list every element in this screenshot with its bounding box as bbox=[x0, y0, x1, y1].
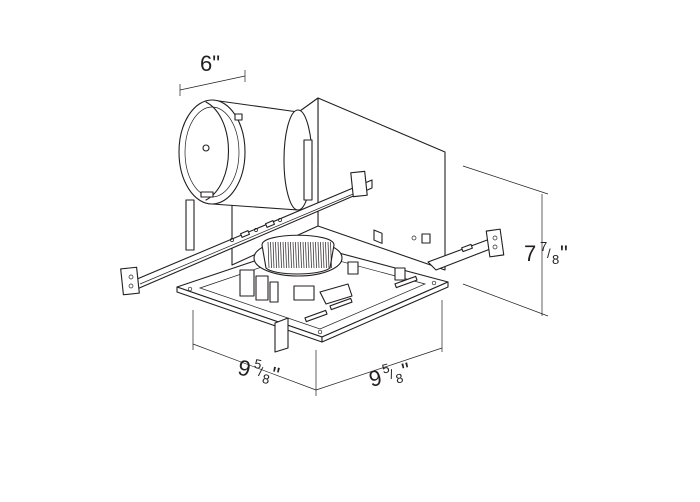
damper-pivot bbox=[202, 144, 210, 152]
dim-depth-slash: / bbox=[388, 366, 396, 382]
blower-fin bbox=[275, 241, 277, 269]
dim-width-label: 9 5 / 8 " bbox=[236, 355, 282, 388]
damper-tab-top bbox=[234, 113, 243, 121]
blower-fin bbox=[295, 241, 297, 269]
blower-fin bbox=[322, 241, 325, 269]
dimension-lines bbox=[179, 70, 549, 396]
duct-collar bbox=[178, 99, 313, 211]
blower-fin bbox=[297, 241, 300, 269]
blower-fin bbox=[300, 241, 302, 269]
dim-width-den: 8 bbox=[261, 371, 271, 387]
damper-tab-bottom bbox=[200, 191, 214, 198]
blower-fin bbox=[285, 241, 287, 269]
dim-width-slash: / bbox=[257, 364, 264, 380]
dim-height-slash: / bbox=[547, 246, 551, 261]
plate-slot bbox=[304, 309, 328, 323]
blower-fin bbox=[282, 241, 285, 269]
blower-fin bbox=[320, 241, 322, 269]
hanger-bracket-right bbox=[485, 228, 505, 258]
dim-height-unit: " bbox=[560, 241, 568, 266]
blower-fin bbox=[280, 241, 282, 269]
housing-right-face bbox=[317, 97, 446, 271]
blower-fin bbox=[317, 241, 320, 269]
dim-width-num: 5 bbox=[253, 356, 263, 372]
blower-fin bbox=[287, 241, 290, 269]
blower-fins bbox=[267, 241, 332, 269]
dim-depth-whole: 9 bbox=[366, 365, 384, 392]
blower-fin bbox=[307, 241, 310, 269]
motor-assembly bbox=[239, 261, 406, 305]
blower-fin bbox=[330, 241, 332, 269]
dim-height-num: 7 bbox=[540, 239, 547, 254]
dim-depth-den: 8 bbox=[394, 370, 405, 386]
hanger-slot bbox=[461, 243, 473, 253]
blower-fin bbox=[327, 241, 330, 269]
knockout-square bbox=[373, 229, 383, 244]
blower-fin bbox=[312, 241, 315, 269]
blower-fin bbox=[292, 241, 295, 269]
damper-flap bbox=[205, 101, 230, 201]
dim-height-label: 7 7 / 8 " bbox=[524, 239, 568, 267]
hanger-bar-left bbox=[120, 170, 373, 296]
dim-width-unit: " bbox=[269, 362, 282, 388]
blower-wheel bbox=[253, 234, 343, 277]
blower-fin bbox=[315, 241, 317, 269]
dim-depth-num: 5 bbox=[380, 360, 391, 376]
blower-fin bbox=[277, 241, 280, 269]
hanger-bracket-left bbox=[120, 266, 140, 296]
blower-fin bbox=[267, 241, 270, 269]
receptacle-marker bbox=[421, 233, 431, 244]
blower-fin bbox=[305, 241, 307, 269]
plate-slot bbox=[329, 297, 353, 311]
dim-duct-diameter: 6" bbox=[200, 51, 220, 76]
blower-fin bbox=[302, 241, 305, 269]
dim-height-den: 8 bbox=[552, 252, 559, 267]
dim-width-whole: 9 bbox=[236, 355, 253, 382]
hanger-bracket-center bbox=[350, 170, 368, 198]
plate-bracket bbox=[274, 317, 289, 353]
blower-fin bbox=[325, 241, 327, 269]
grille-plate-front-right bbox=[321, 281, 449, 343]
blower-drum bbox=[261, 234, 335, 275]
dim-depth-label: 9 5 / 8 " bbox=[366, 358, 413, 392]
blower-fin bbox=[290, 241, 292, 269]
blower-fin bbox=[310, 241, 312, 269]
duct-opening bbox=[178, 99, 246, 205]
blower-fin bbox=[270, 241, 272, 269]
housing-side-bracket bbox=[185, 139, 313, 251]
blower-fin bbox=[272, 241, 275, 269]
dim-height-whole: 7 bbox=[524, 241, 536, 266]
hanger-bar-right bbox=[427, 228, 505, 271]
